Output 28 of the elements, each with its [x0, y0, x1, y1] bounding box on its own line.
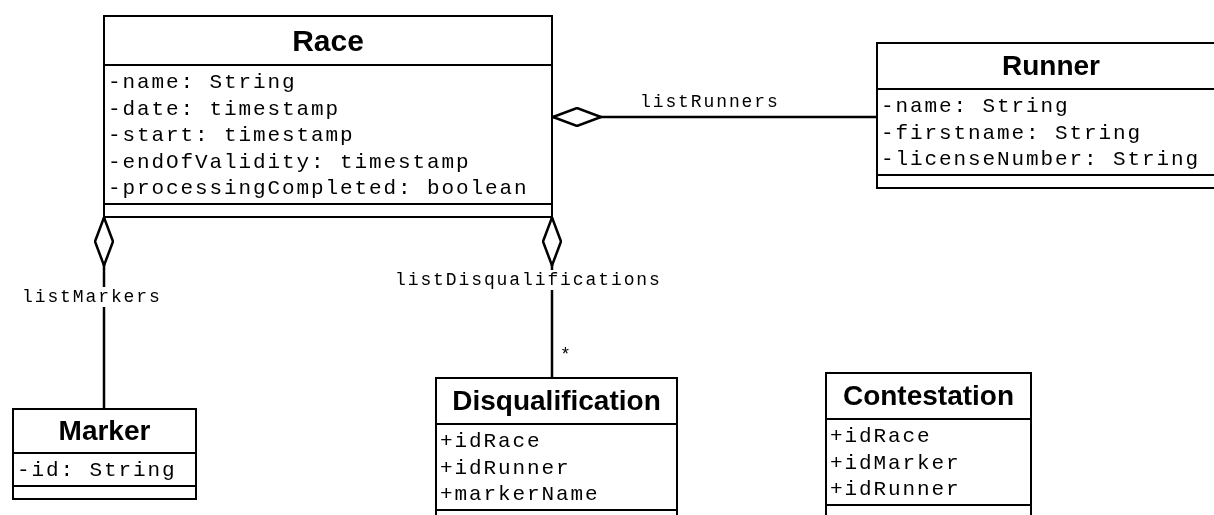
attribute-text: -name: String: [881, 94, 1070, 120]
class-box: [825, 372, 1032, 515]
attribute-text: -date: timestamp: [108, 96, 341, 123]
attribute-text: -licenseNumber: String: [881, 147, 1201, 173]
class-box: [103, 15, 553, 218]
attribute-text: -id: String: [17, 458, 177, 484]
aggregation-line: [93, 216, 115, 408]
attribute-text: -firstname: String: [881, 120, 1143, 147]
class-box: [12, 408, 197, 500]
class-box: [876, 42, 1214, 189]
class-name: Marker: [14, 410, 195, 454]
class-name: Runner: [878, 44, 1214, 90]
attribute-text: +idRunner: [830, 477, 961, 503]
attribute-text: +idMarker: [830, 450, 961, 477]
class-name: Contestation: [827, 374, 1030, 420]
attribute-text: +idRunner: [440, 455, 571, 482]
attribute-text: -processingCompleted: boolean: [108, 176, 529, 202]
multiplicity-label: *: [560, 346, 571, 364]
class-name: Race: [105, 17, 551, 66]
attribute-text: -start: timestamp: [108, 123, 355, 149]
attribute-text: -endOfValidity: timestamp: [108, 149, 471, 176]
class-name: Disqualification: [437, 379, 676, 425]
aggregation-line: [541, 216, 563, 377]
attribute-text: -name: String: [108, 70, 297, 96]
class-box: [435, 377, 678, 515]
attribute-text: +idRace: [830, 424, 932, 450]
attribute-text: +markerName: [440, 482, 600, 508]
attribute-text: +idRace: [440, 429, 542, 455]
